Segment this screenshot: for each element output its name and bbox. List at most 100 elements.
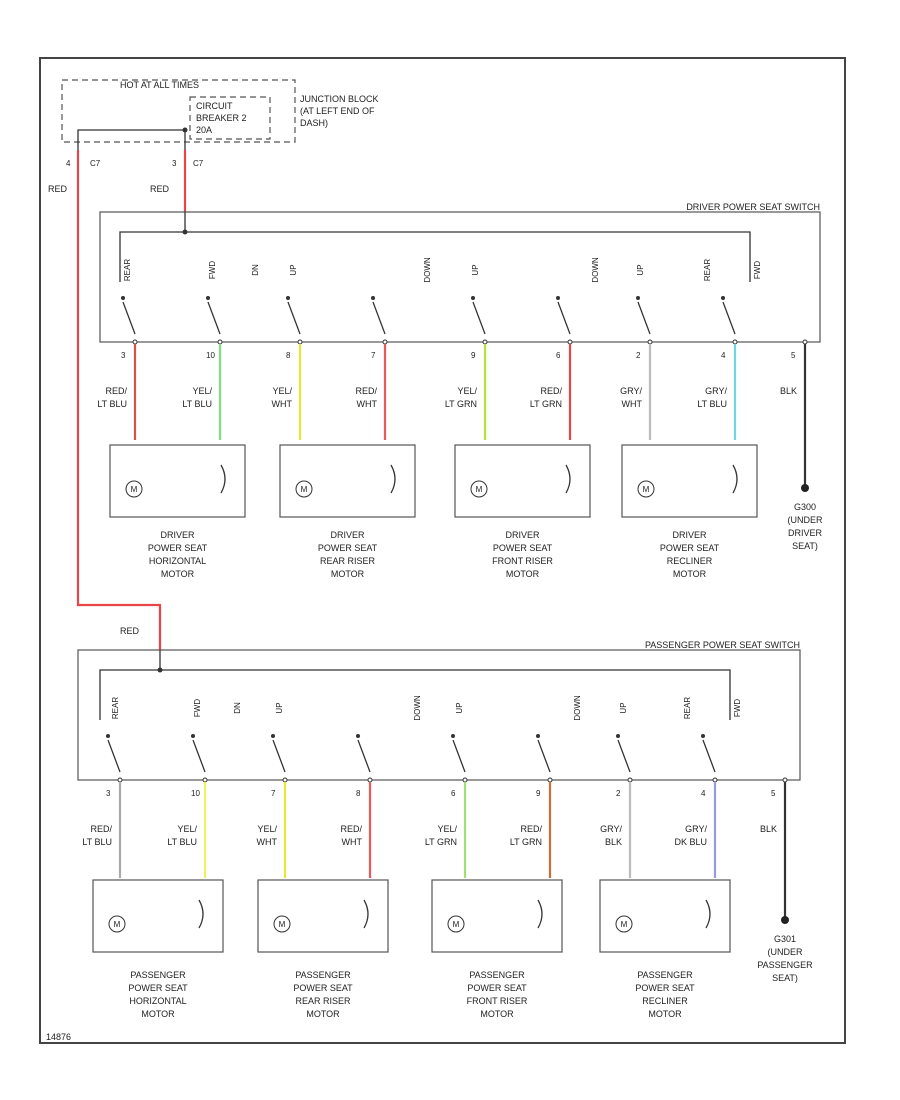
switch-direction-label: DOWN [591,257,600,283]
wire-color-label: RED/ [355,386,377,396]
switch-direction-label: DOWN [423,257,432,283]
switch-terminal [217,339,223,345]
motor-caption: REAR RISER [320,556,376,566]
motor-winding [363,899,369,929]
wire-color-label: RED/ [105,386,127,396]
switch-terminal [367,777,373,783]
motor-symbol-letter: M [131,485,138,494]
switch-pin-number: 5 [771,789,776,798]
wire-color-label: WHT [622,399,643,409]
switch-direction-label: UP [471,264,480,275]
motor-box [257,879,389,953]
switch-terminal [297,339,303,345]
switch-direction-label: REAR [111,697,120,719]
switch-contact [537,739,551,773]
motor-winding [390,464,396,494]
ground-label: PASSENGER [757,960,813,970]
switch-direction-label: FWD [208,261,217,279]
switch-direction-label: DN [233,702,242,714]
switch-terminal [202,777,208,783]
motor-caption: MOTOR [306,1009,340,1019]
motor-box [109,444,246,518]
motor-symbol [470,480,488,498]
switch-direction-label: FWD [753,261,762,279]
junction-label-line2: (AT LEFT END OF [300,106,375,116]
switch-direction-label: DOWN [413,695,422,721]
motor-box [599,879,731,953]
switch-direction-label: UP [619,702,628,713]
wire-color-label: LT BLU [97,399,127,409]
wire-color-label: YEL/ [437,824,457,834]
motor-winding [198,899,204,929]
wire-color-label: LT BLU [167,837,197,847]
switch-contact [722,301,736,335]
motor-caption: DRIVER [505,530,540,540]
motor-caption: POWER SEAT [493,543,553,553]
switch-pin-number: 7 [271,789,276,798]
switch-pin-number: 9 [536,789,541,798]
switch-contact-node [286,296,290,300]
switch-contact [472,301,486,335]
wire-color-label: RED/ [340,824,362,834]
circuit-breaker-outline [189,96,271,140]
switch-direction-label: UP [275,702,284,713]
switch-feed-node [182,229,188,235]
motor-caption: PASSENGER [130,970,186,980]
switch-contact [617,739,631,773]
motor-caption: PASSENGER [469,970,525,980]
switch-contact [452,739,466,773]
switch-pin-number: 3 [121,351,126,360]
motor-caption: DRIVER [672,530,707,540]
switch-direction-label: FWD [193,699,202,717]
feed-wire-passenger-label: RED [120,626,140,636]
motor-symbol-letter: M [476,485,483,494]
wire-color-label: RED/ [520,824,542,834]
motor-box [454,444,591,518]
wire-color-label: RED/ [540,386,562,396]
wire-color-label: GRY/ [620,386,642,396]
wire-color-label: GRY/ [685,824,707,834]
hot-at-all-times-label: HOT AT ALL TIMES [120,80,199,90]
wire-color-label: YEL/ [457,386,477,396]
wire-color-label: WHT [272,399,293,409]
switch-pin-number: 8 [286,351,291,360]
wire-color-label: DK BLU [674,837,707,847]
switch-terminal [627,777,633,783]
wire-color-label: GRY/ [705,386,727,396]
motor-winding [537,899,543,929]
motor-symbol [273,915,291,933]
motor-caption: MOTOR [506,569,540,579]
switch-pin-number: 10 [206,351,215,360]
motor-symbol-letter: M [643,485,650,494]
motor-symbol-letter: M [621,920,628,929]
wire-color-label: LT GRN [530,399,562,409]
motor-symbol [108,915,126,933]
motor-caption: POWER SEAT [128,983,188,993]
switch-terminal [732,339,738,345]
switch-contact-node [356,734,360,738]
switch-pin-number: 9 [471,351,476,360]
motor-caption: POWER SEAT [293,983,353,993]
motor-box [92,879,224,953]
ground-label: G301 [774,934,796,944]
ground-point [781,916,789,924]
motor-caption: FRONT RISER [467,996,528,1006]
motor-symbol [295,480,313,498]
switch-contact [637,301,651,335]
motor-caption: PASSENGER [637,970,693,980]
pin-right-connector: C7 [193,159,204,168]
wire-color-label: YEL/ [272,386,292,396]
switch-terminal [462,777,468,783]
switch-terminal [482,339,488,345]
motor-winding [705,899,711,929]
motor-caption: DRIVER [330,530,365,540]
motor-caption: POWER SEAT [635,983,695,993]
motor-caption: RECLINER [667,556,713,566]
motor-caption: FRONT RISER [492,556,553,566]
switch-contact [372,301,386,335]
switch-direction-label: UP [289,264,298,275]
switch-contact-node [121,296,125,300]
switch-contact-node [206,296,210,300]
